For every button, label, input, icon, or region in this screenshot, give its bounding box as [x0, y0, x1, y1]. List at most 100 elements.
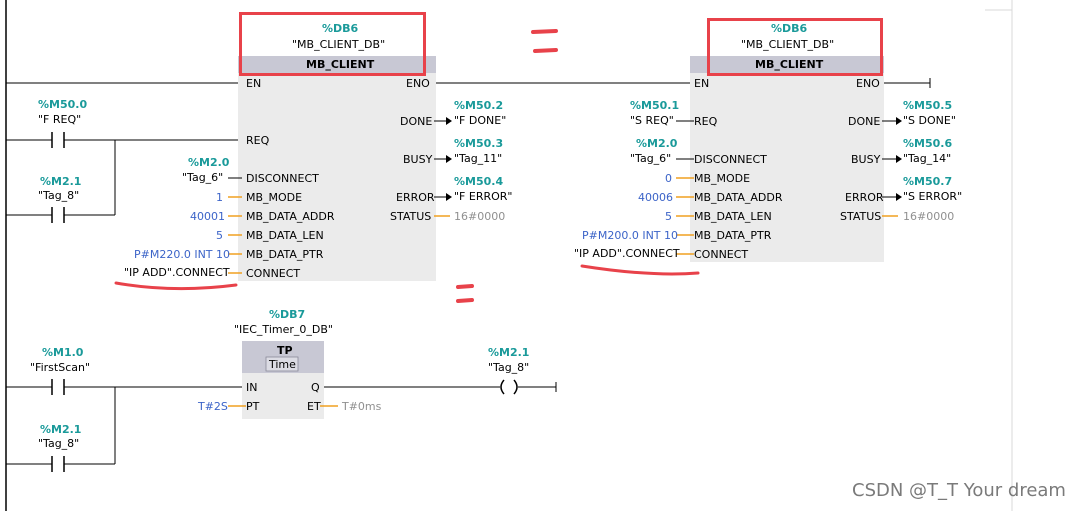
left-connect-value: "IP ADD".CONNECT — [124, 266, 230, 279]
left-pin-mb-mode: MB_MODE — [246, 191, 303, 204]
left-mb-data-len-value: 5 — [216, 229, 223, 242]
mb-client-block-right-header — [690, 56, 884, 73]
left-disconnect-symbol: "Tag_6" — [182, 171, 224, 184]
coil-address: %M2.1 — [488, 346, 530, 359]
coil-symbol: "Tag_8" — [488, 361, 530, 374]
left-mb-data-addr-value: 40001 — [190, 210, 225, 223]
left-pin-req: REQ — [246, 134, 270, 147]
red-underline-left-connect — [114, 281, 238, 291]
timer-type: TP — [277, 344, 293, 357]
left-pin-disconnect: DISCONNECT — [246, 172, 319, 185]
left-done-address: %M50.2 — [454, 99, 504, 112]
left-db-name: "MB_CLIENT_DB" — [292, 38, 386, 51]
left-pin-eno: ENO — [406, 77, 430, 90]
tp-timer-subtype-box — [265, 356, 299, 372]
right-mb-data-addr-value: 40006 — [638, 191, 673, 204]
right-status-value: 16#0000 — [903, 210, 955, 223]
arrow-right-done — [896, 117, 902, 125]
right-done-symbol: "S DONE" — [903, 114, 956, 127]
timer-pin-et: ET — [307, 400, 321, 413]
right-error-address: %M50.7 — [903, 175, 953, 188]
right-pin-busy: BUSY — [851, 153, 881, 166]
arrow-right-busy — [896, 155, 902, 163]
red-equal-mark-top-1 — [531, 29, 558, 34]
right-pin-status: STATUS — [840, 210, 882, 223]
timer-pin-in: IN — [246, 381, 258, 394]
arrow-right-error — [896, 193, 902, 201]
contact-freq-address: %M50.0 — [38, 98, 88, 111]
red-underline-right-connect — [580, 264, 700, 276]
left-error-address: %M50.4 — [454, 175, 504, 188]
left-done-symbol: "F DONE" — [454, 114, 507, 127]
right-mb-data-len-value: 5 — [665, 210, 672, 223]
left-pin-done: DONE — [400, 115, 433, 128]
right-pin-en: EN — [694, 77, 710, 90]
timer-db-address: %DB7 — [269, 308, 306, 321]
coil-right-arc[interactable] — [513, 379, 518, 395]
contact-tag8-2-address: %M2.1 — [40, 423, 82, 436]
right-db-address: %DB6 — [771, 22, 808, 35]
red-highlight-right-db — [707, 18, 883, 76]
right-disconnect-symbol: "Tag_6" — [630, 152, 672, 165]
right-mb-data-ptr-value: P#M200.0 INT 10 — [582, 229, 679, 242]
arrow-left-done — [446, 117, 452, 125]
left-busy-address: %M50.3 — [454, 137, 504, 150]
contact-firstscan-symbol: "FirstScan" — [30, 361, 91, 374]
right-pin-error: ERROR — [845, 191, 884, 204]
right-pin-mb-data-ptr: MB_DATA_PTR — [694, 229, 772, 242]
timer-db-name: "IEC_Timer_0_DB" — [234, 323, 333, 336]
left-pin-mb-data-ptr: MB_DATA_PTR — [246, 248, 324, 261]
timer-pt-value: T#2S — [198, 400, 228, 413]
right-db-name: "MB_CLIENT_DB" — [741, 38, 835, 51]
timer-et-value: T#0ms — [342, 400, 382, 413]
mb-client-block-right[interactable] — [690, 56, 884, 262]
right-block-type: MB_CLIENT — [755, 58, 824, 71]
right-pin-mb-data-addr: MB_DATA_ADDR — [694, 191, 783, 204]
contact-tag8-address: %M2.1 — [40, 175, 82, 188]
left-mb-mode-value: 1 — [216, 191, 223, 204]
right-req-symbol: "S REQ" — [630, 114, 674, 127]
right-pin-eno: ENO — [856, 77, 880, 90]
right-disconnect-address: %M2.0 — [636, 137, 678, 150]
left-pin-mb-data-addr: MB_DATA_ADDR — [246, 210, 335, 223]
left-pin-mb-data-len: MB_DATA_LEN — [246, 229, 324, 242]
left-pin-busy: BUSY — [403, 153, 433, 166]
left-pin-connect: CONNECT — [246, 267, 301, 280]
right-done-address: %M50.5 — [903, 99, 953, 112]
red-equal-mark-top-2 — [533, 48, 558, 53]
left-db-address: %DB6 — [322, 22, 359, 35]
right-pin-req: REQ — [694, 115, 718, 128]
red-highlight-left-db — [239, 12, 426, 76]
right-busy-address: %M50.6 — [903, 137, 953, 150]
left-disconnect-address: %M2.0 — [188, 156, 230, 169]
left-block-type: MB_CLIENT — [306, 58, 375, 71]
left-error-symbol: "F ERROR" — [454, 190, 513, 203]
contact-freq-symbol: "F REQ" — [38, 113, 82, 126]
csdn-watermark: CSDN @T_T Your dream — [852, 480, 1066, 501]
contact-firstscan-address: %M1.0 — [42, 346, 84, 359]
arrow-left-busy — [446, 155, 452, 163]
right-connect-value: "IP ADD".CONNECT — [574, 247, 680, 260]
left-pin-status: STATUS — [390, 210, 432, 223]
coil-left-arc[interactable] — [500, 379, 505, 395]
right-mb-mode-value: 0 — [665, 172, 672, 185]
red-equal-mark-mid-1 — [456, 284, 474, 289]
contact-tag8-symbol: "Tag_8" — [38, 189, 80, 202]
contact-tag8-2-symbol: "Tag_8" — [38, 437, 80, 450]
mb-client-block-left[interactable] — [238, 56, 436, 281]
left-busy-symbol: "Tag_11" — [454, 152, 503, 165]
arrow-left-error — [446, 193, 452, 201]
timer-pin-pt: PT — [246, 400, 260, 413]
right-req-address: %M50.1 — [630, 99, 680, 112]
timer-pin-q: Q — [311, 381, 320, 394]
right-pin-mb-data-len: MB_DATA_LEN — [694, 210, 772, 223]
right-pin-done: DONE — [848, 115, 881, 128]
right-busy-symbol: "Tag_14" — [903, 152, 952, 165]
right-pin-connect: CONNECT — [694, 248, 749, 261]
right-pin-disconnect: DISCONNECT — [694, 153, 767, 166]
left-pin-en: EN — [246, 77, 262, 90]
left-status-value: 16#0000 — [454, 210, 506, 223]
left-pin-error: ERROR — [396, 191, 435, 204]
right-pin-mb-mode: MB_MODE — [694, 172, 751, 185]
